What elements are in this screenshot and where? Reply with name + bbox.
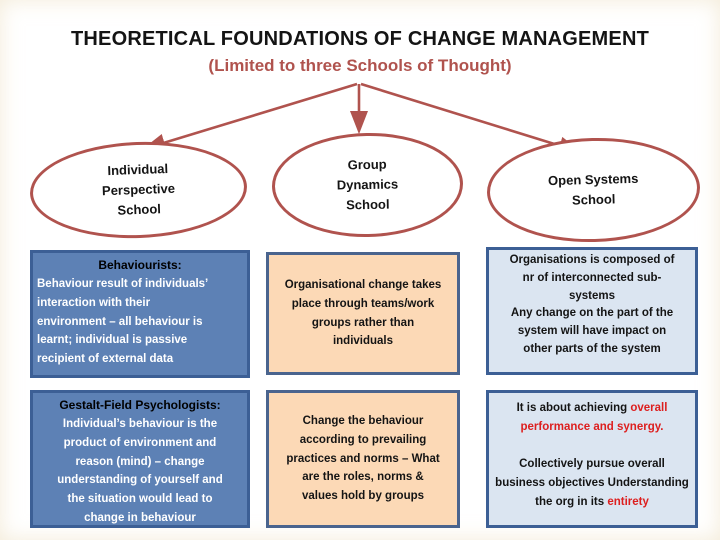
box-gestalt-field-psychologists: Gestalt-Field Psychologists: Individual’… [30, 390, 250, 528]
ellipse-individual-perspective-school: Individual Perspective School [28, 138, 249, 242]
box-group-dynamics-2-body: Change the behaviour according to prevai… [286, 415, 440, 502]
rich-text-segment: Collectively pursue overall business obj… [495, 458, 689, 508]
school-label-individual: Individual Perspective School [101, 160, 176, 218]
box-behaviourists: Behaviourists: Behaviour result of indiv… [30, 250, 250, 378]
ellipse-open-systems-school: Open Systems School [485, 135, 702, 245]
rich-text-segment: entirety [607, 495, 649, 508]
slide-subtitle: (Limited to three Schools of Thought) [208, 56, 512, 75]
box-behaviourists-body: Behaviour result of individuals’ interac… [37, 278, 209, 365]
box-gestalt-body: Individual’s behaviour is the product of… [57, 418, 223, 524]
box-open-systems-2: It is about achieving overall performanc… [486, 390, 698, 528]
box-open-systems-1-body: Organisations is composed of nr of inter… [509, 254, 675, 356]
box-group-dynamics-1: Organisational change takes place throug… [266, 252, 460, 375]
ellipse-group-dynamics-school: Group Dynamics School [271, 131, 464, 239]
rich-text-segment: overall performance and synergy. [520, 402, 668, 433]
box-behaviourists-heading: Behaviourists: [98, 258, 182, 272]
slide-title: THEORETICAL FOUNDATIONS OF CHANGE MANAGE… [70, 28, 650, 50]
school-label-group: Group Dynamics School [336, 156, 399, 213]
box-open-systems-1: Organisations is composed of nr of inter… [486, 247, 698, 375]
box-group-dynamics-2: Change the behaviour according to prevai… [266, 390, 460, 528]
school-label-open-systems: Open Systems School [547, 170, 639, 208]
rich-text-segment: It is about achieving [516, 402, 631, 414]
box-gestalt-heading: Gestalt-Field Psychologists: [59, 398, 221, 412]
box-group-dynamics-1-body: Organisational change takes place throug… [284, 279, 442, 348]
